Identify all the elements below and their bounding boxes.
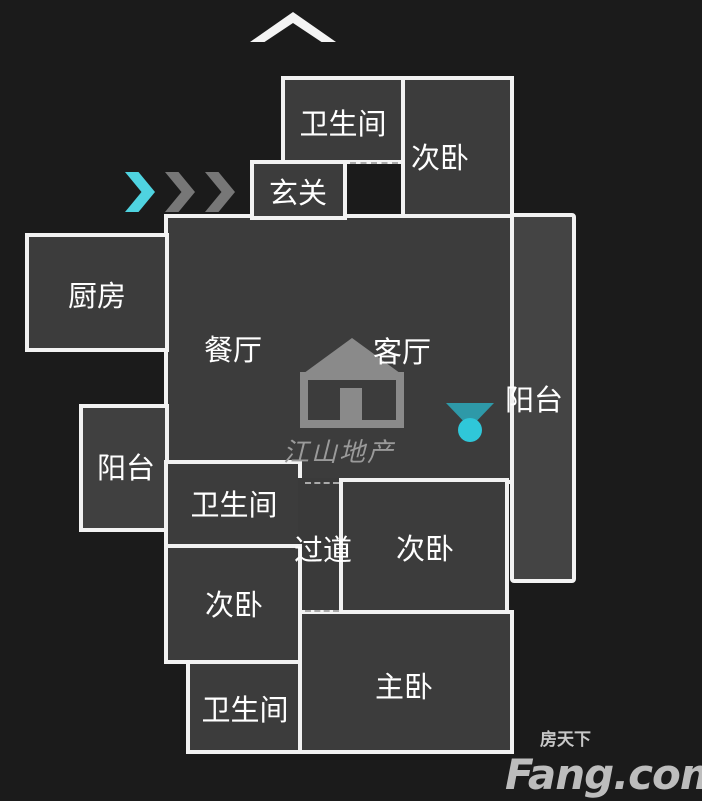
brand-cn: 房天下 bbox=[540, 730, 591, 750]
label-entrance: 玄关 bbox=[268, 176, 328, 210]
room-balcony-right[interactable] bbox=[510, 213, 576, 583]
house-logo-icon bbox=[300, 338, 404, 428]
door-marker bbox=[305, 610, 339, 612]
label-kitchen: 厨房 bbox=[67, 279, 127, 313]
label-bedroom-lower: 次卧 bbox=[204, 588, 264, 622]
entrance-chevron-icon bbox=[205, 172, 235, 212]
label-balcony-right: 阳台 bbox=[504, 383, 564, 417]
door-marker bbox=[305, 482, 339, 484]
label-master-bedroom: 主卧 bbox=[374, 670, 434, 704]
label-corridor: 过道 bbox=[293, 533, 353, 567]
current-position-marker[interactable] bbox=[458, 418, 482, 442]
north-arrow-icon[interactable] bbox=[250, 12, 336, 43]
label-bedroom-mid: 次卧 bbox=[395, 532, 455, 566]
label-balcony-left: 阳台 bbox=[96, 451, 156, 485]
label-bathroom-lower: 卫生间 bbox=[201, 693, 289, 727]
entrance-chevron-icon bbox=[165, 172, 195, 212]
room-master-bedroom[interactable] bbox=[298, 610, 514, 754]
label-bathroom-mid: 卫生间 bbox=[190, 488, 278, 522]
entrance-chevron-icon bbox=[125, 172, 155, 212]
room-bathroom-lower[interactable] bbox=[186, 660, 302, 754]
label-dining: 餐厅 bbox=[203, 333, 263, 367]
label-living: 客厅 bbox=[372, 335, 432, 369]
room-bedroom-top[interactable] bbox=[401, 76, 514, 218]
room-bedroom-mid[interactable] bbox=[339, 478, 509, 614]
room-bathroom-top[interactable] bbox=[281, 76, 405, 164]
room-bathroom-mid[interactable] bbox=[164, 460, 302, 548]
room-kitchen[interactable] bbox=[25, 233, 169, 352]
watermark-text: 江山地产 bbox=[283, 438, 396, 468]
brand-logo: Fang.com bbox=[505, 750, 702, 799]
label-bathroom-top: 卫生间 bbox=[299, 107, 387, 141]
room-entrance[interactable] bbox=[250, 160, 347, 220]
label-bedroom-top: 次卧 bbox=[410, 141, 470, 175]
door-marker bbox=[350, 162, 398, 164]
